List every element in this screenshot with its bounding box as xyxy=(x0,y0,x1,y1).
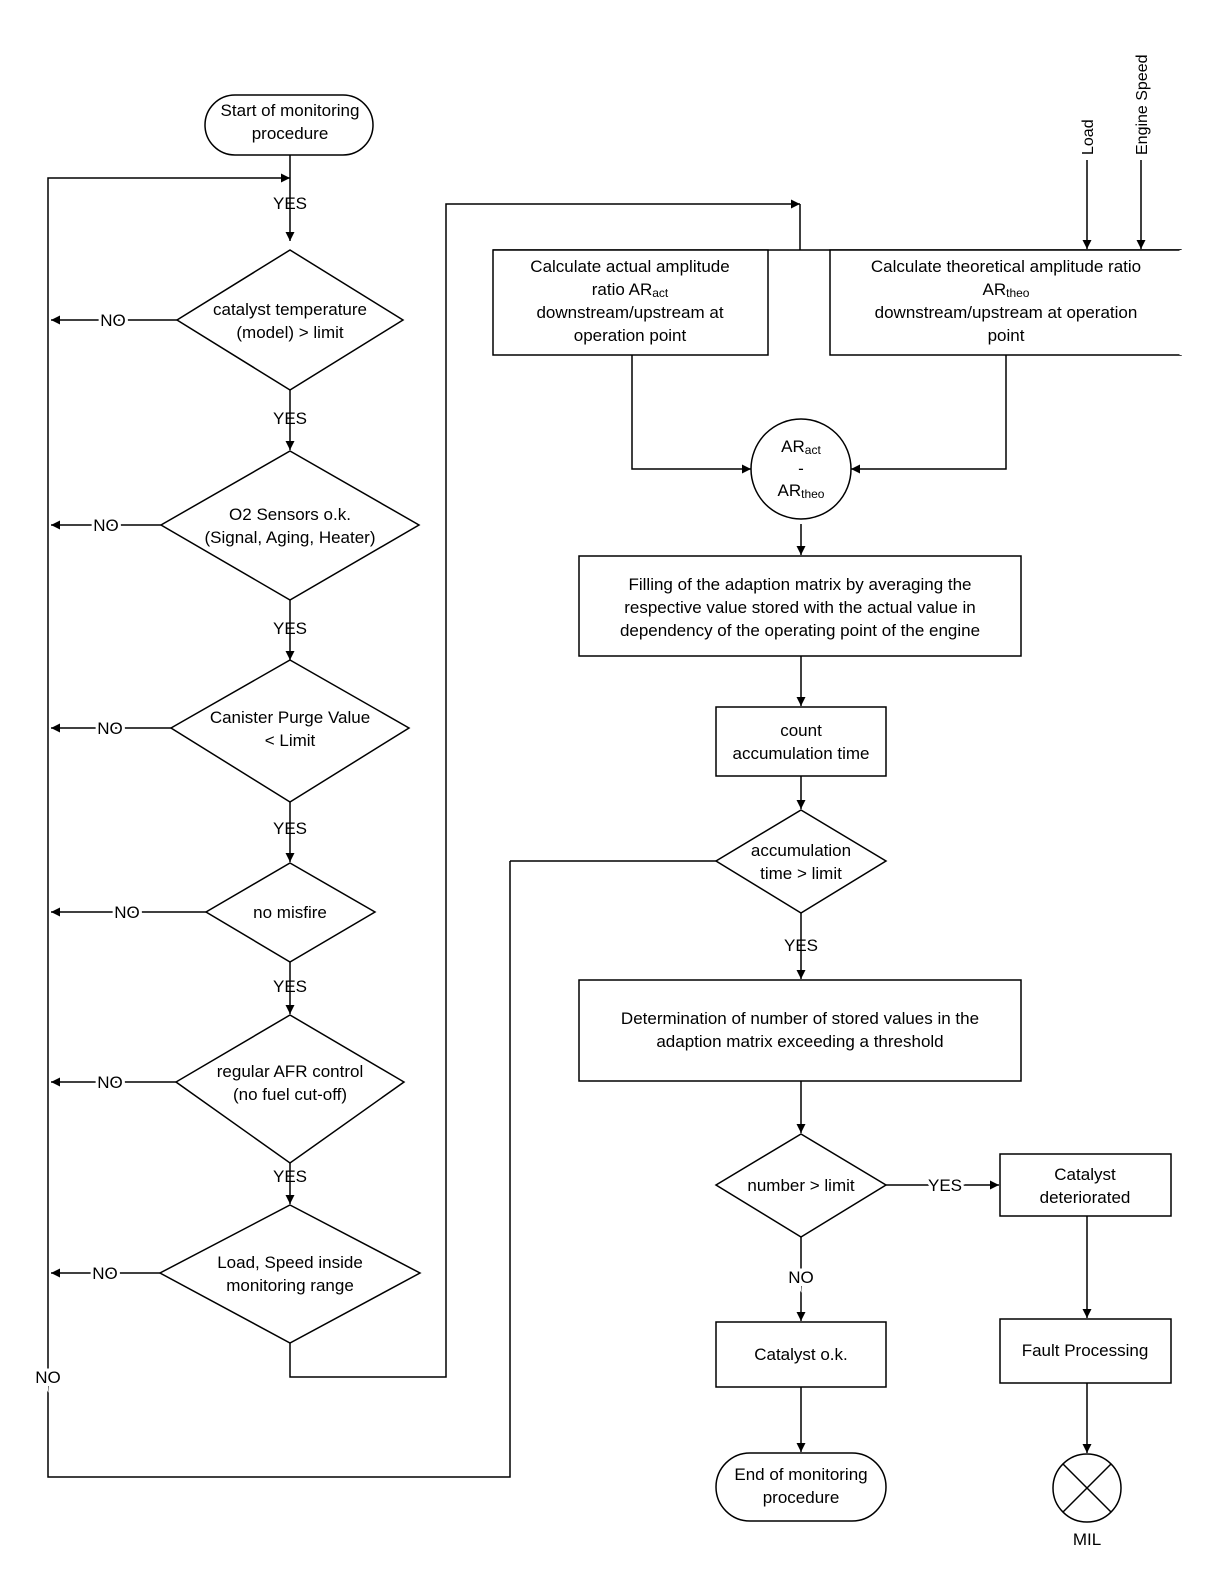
yes-label: YES xyxy=(928,1176,962,1195)
no-label: NO xyxy=(114,903,140,922)
yes-label: YES xyxy=(273,1167,307,1186)
calc-theo-line1: Calculate theoretical amplitude ratio xyxy=(871,257,1141,276)
decision-text: (model) > limit xyxy=(236,323,343,342)
filling-line: dependency of the operating point of the… xyxy=(620,621,980,640)
decision-no-misfire: no misfire xyxy=(204,862,377,963)
no-label: NO xyxy=(97,719,123,738)
decision-text: time > limit xyxy=(760,864,842,883)
decision-text: < Limit xyxy=(265,731,316,750)
filling-box: Filling of the adaption matrix by averag… xyxy=(578,555,1022,657)
fault-processing-label: Fault Processing xyxy=(1022,1341,1149,1360)
decision-number-limit: number > limit xyxy=(714,1133,888,1238)
yes-label: YES xyxy=(784,936,818,955)
decision-afr-control: regular AFR control (no fuel cut-off) xyxy=(174,1014,406,1164)
count-box: count accumulation time xyxy=(715,706,887,777)
end-label-line2: procedure xyxy=(763,1488,840,1507)
count-line: accumulation time xyxy=(732,744,869,763)
difference-top: ARact xyxy=(781,437,821,457)
decision-text: (no fuel cut-off) xyxy=(233,1085,347,1104)
no-label: NO xyxy=(788,1268,814,1287)
deteriorated-line: Catalyst xyxy=(1054,1165,1116,1184)
no-label: NO xyxy=(97,1073,123,1092)
decision-text: monitoring range xyxy=(226,1276,354,1295)
decision-catalyst-temperature: catalyst temperature (model) > limit xyxy=(175,249,405,391)
difference-minus: - xyxy=(798,459,804,478)
catalyst-deteriorated-box: Catalyst deteriorated xyxy=(999,1153,1172,1217)
filling-line: Filling of the adaption matrix by averag… xyxy=(628,575,971,594)
decision-text: no misfire xyxy=(253,903,327,922)
calc-theoretical-box: Calculate theoretical amplitude ratio AR… xyxy=(829,249,1183,356)
end-label-line1: End of monitoring xyxy=(734,1465,867,1484)
calc-actual-box: Calculate actual amplitude ratio ARact d… xyxy=(492,249,769,356)
yes-label: YES xyxy=(273,619,307,638)
mil-lamp-icon xyxy=(1052,1453,1122,1523)
start-terminal: Start of monitoring procedure xyxy=(204,94,374,156)
decision-text: Load, Speed inside xyxy=(217,1253,363,1272)
deteriorated-line: deteriorated xyxy=(1040,1188,1131,1207)
no-label: NO xyxy=(93,516,119,535)
calc-actual-line1: Calculate actual amplitude xyxy=(530,257,729,276)
yes-label: YES xyxy=(273,409,307,428)
no-label: NO xyxy=(35,1368,61,1387)
calc-actual-line2: ratio ARact xyxy=(592,280,669,300)
determination-line: adaption matrix exceeding a threshold xyxy=(656,1032,943,1051)
determination-box: Determination of number of stored values… xyxy=(578,979,1022,1082)
calc-actual-line3: downstream/upstream at xyxy=(536,303,723,322)
connectors xyxy=(47,155,1181,1478)
decision-text: O2 Sensors o.k. xyxy=(229,505,351,524)
count-line: count xyxy=(780,721,822,740)
calc-theo-line2: ARtheo xyxy=(983,280,1030,300)
no-label: NO xyxy=(92,1264,118,1283)
catalyst-ok-label: Catalyst o.k. xyxy=(754,1345,848,1364)
difference-bottom: ARtheo xyxy=(778,481,825,501)
input-engine-speed: Engine Speed xyxy=(1134,54,1151,155)
decision-text: catalyst temperature xyxy=(213,300,367,319)
catalyst-ok-box: Catalyst o.k. xyxy=(715,1321,887,1388)
decision-text: accumulation xyxy=(751,841,851,860)
decision-text: Canister Purge Value xyxy=(210,708,370,727)
decision-text: (Signal, Aging, Heater) xyxy=(204,528,375,547)
determination-line: Determination of number of stored values… xyxy=(621,1009,979,1028)
difference-node: ARact - ARtheo xyxy=(750,418,852,520)
start-label-line1: Start of monitoring xyxy=(221,101,360,120)
calc-theo-line4: point xyxy=(988,326,1025,345)
calc-actual-line4: operation point xyxy=(574,326,687,345)
no-label: NO xyxy=(100,311,126,330)
fault-processing-box: Fault Processing xyxy=(999,1318,1172,1384)
yes-label: YES xyxy=(273,977,307,996)
calc-theo-line3: downstream/upstream at operation xyxy=(875,303,1138,322)
decision-o2-sensors: O2 Sensors o.k. (Signal, Aging, Heater) xyxy=(159,450,421,601)
yes-label: YES xyxy=(273,194,307,213)
decision-accumulation-time: accumulation time > limit xyxy=(714,809,888,914)
end-terminal: End of monitoring procedure xyxy=(715,1452,887,1522)
decision-text: number > limit xyxy=(747,1176,855,1195)
decision-load-speed: Load, Speed inside monitoring range xyxy=(158,1204,422,1344)
filling-line: respective value stored with the actual … xyxy=(624,598,976,617)
mil-label: MIL xyxy=(1073,1530,1101,1549)
decision-canister-purge: Canister Purge Value < Limit xyxy=(169,659,411,803)
start-label-line2: procedure xyxy=(252,124,329,143)
input-load: Load xyxy=(1080,119,1097,155)
decision-text: regular AFR control xyxy=(217,1062,363,1081)
yes-label: YES xyxy=(273,819,307,838)
